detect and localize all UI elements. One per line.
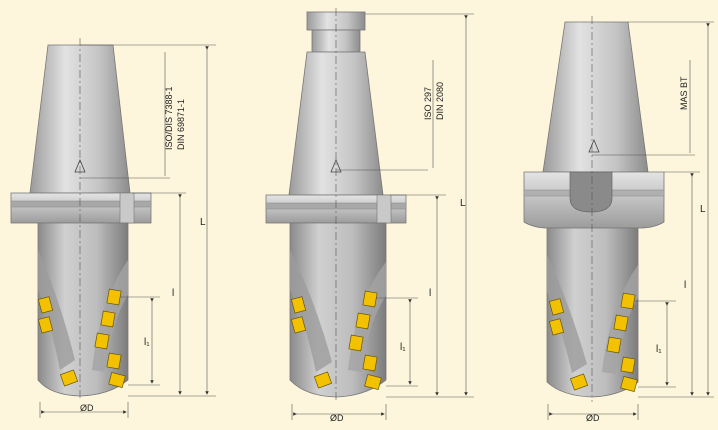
tool-2-dim-l1-label: l₁ (400, 342, 406, 353)
tool-3-drive-key (569, 171, 613, 213)
tool-3-standard-line-1: MAS BT (679, 76, 689, 110)
tool-3-taper-cone (542, 21, 649, 173)
tool-3-flute (547, 255, 587, 373)
tool-1-standard-line-2: DIN 69871-1 (176, 99, 186, 150)
tool-3: L l l₁ ØD MAS BT (523, 16, 714, 423)
tool-1-flange-groove (10, 200, 152, 208)
tool-1: L l l₁ ØD ISO/DIS 7388-1 DIN 69871-1 (10, 38, 216, 418)
tool-2-drive-slot (376, 194, 392, 224)
tool-3-dim-L-label: L (700, 204, 706, 215)
tool-2-standard-line-2: DIN 2080 (435, 82, 445, 120)
tool-3-dim-l-label: l (684, 280, 686, 291)
tool-3-dim-l1-label: l₁ (656, 344, 662, 355)
tool-2-dim-L-label: L (460, 198, 466, 209)
tool-2-inserts (290, 290, 382, 391)
tool-2-marking-triangle (330, 158, 342, 173)
tool-1-dim-l-label: l (172, 288, 174, 299)
tool-2: L l l₁ ØD ISO 297 DIN 2080 (265, 8, 474, 423)
tool-2-standard-line-1: ISO 297 (423, 87, 433, 120)
tool-2-flute (290, 250, 332, 372)
tool-1-dimensions (39, 44, 216, 418)
tool-3-dimensions (547, 21, 714, 420)
tool-1-marking-triangle (74, 158, 86, 173)
tool-2-dim-l-label: l (429, 288, 431, 299)
tool-3-inserts (548, 292, 638, 393)
tool-2-dimensions (291, 13, 474, 420)
tool-3-dim-D-label: ØD (586, 413, 600, 423)
tool-2-dim-D-label: ØD (330, 413, 344, 423)
tool-1-dim-l1-label: l₁ (144, 337, 150, 348)
tool-1-inserts (37, 288, 126, 389)
tool-1-flute (38, 250, 75, 370)
tool-1-drive-slot (119, 192, 135, 224)
tool-1-dim-D-label: ØD (80, 403, 94, 413)
tool-1-dim-L-label: L (200, 217, 206, 228)
tool-1-standard-line-1: ISO/DIS 7388-1 (164, 86, 174, 150)
tool-3-marking-triangle (588, 138, 600, 153)
